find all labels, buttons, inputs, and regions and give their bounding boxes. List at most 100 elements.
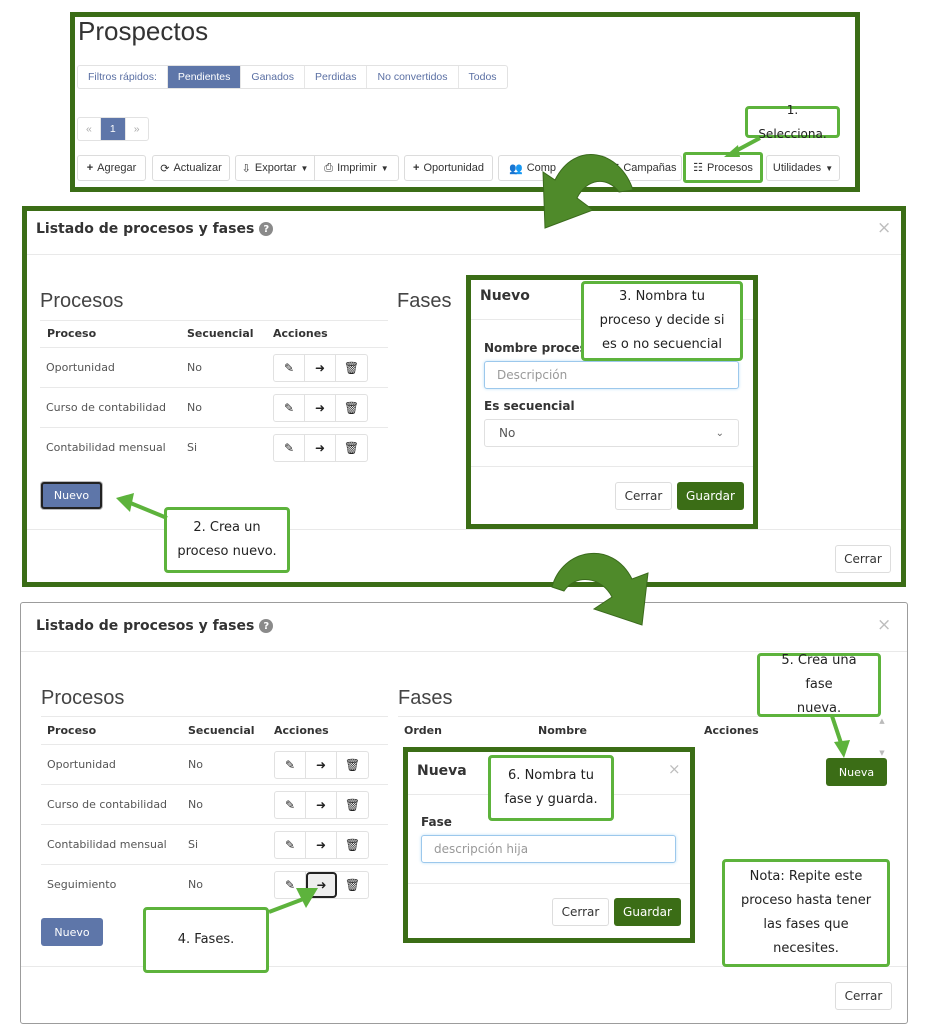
nueva-fase-modal-title: Nueva xyxy=(417,763,467,779)
trash-icon[interactable]: 🗑 xyxy=(344,878,361,892)
row-actions: ✎➜ 🗑 xyxy=(273,394,368,422)
callout-step-2: 2. Crea un proceso nuevo. xyxy=(164,507,290,573)
edit-icon[interactable]: ✎ xyxy=(275,752,306,778)
trash-icon[interactable]: 🗑 xyxy=(344,838,361,852)
filter-todos[interactable]: Todos xyxy=(468,71,497,83)
table-top-divider xyxy=(41,716,388,717)
col-orden: Orden xyxy=(404,724,442,737)
help-icon[interactable]: ? xyxy=(259,222,274,236)
scroll-down-icon[interactable]: ▼ xyxy=(879,749,885,757)
imprimir-button[interactable]: ⎙Imprimir▼ xyxy=(314,155,399,181)
procesos-heading: Procesos xyxy=(40,290,124,312)
table-row-secuencial: No xyxy=(187,361,202,374)
edit-icon[interactable]: ✎ xyxy=(274,355,305,381)
es-secuencial-label: Es secuencial xyxy=(484,399,575,413)
row-actions: ✎➜ 🗑 xyxy=(273,434,368,462)
table-row-proceso: Oportunidad xyxy=(47,758,116,771)
sub-modal-footer-divider xyxy=(408,883,690,884)
arrow-circle-right-icon[interactable]: ➜ xyxy=(306,752,337,778)
trash-icon[interactable]: 🗑 xyxy=(343,361,360,375)
callout-arrow-icon xyxy=(830,715,850,758)
procesos-button[interactable]: ☷Procesos xyxy=(683,152,763,183)
table-row-secuencial: No xyxy=(187,401,202,414)
list-ul-icon: ☷ xyxy=(693,162,703,174)
modal-2-close-icon[interactable]: × xyxy=(877,615,892,635)
arrow-circle-right-icon[interactable]: ➜ xyxy=(306,792,337,818)
caret-down-icon: ▼ xyxy=(380,163,389,173)
fases-scrollbar[interactable]: ▲▼ xyxy=(877,717,887,757)
nueva-fase-close-icon[interactable]: × xyxy=(668,760,681,778)
pagination-prev[interactable]: « xyxy=(78,118,101,140)
table-row-secuencial: Si xyxy=(187,441,198,454)
modal-2-cerrar-button[interactable]: Cerrar xyxy=(835,982,892,1010)
modal-1-cerrar-button[interactable]: Cerrar xyxy=(835,545,891,573)
arrow-circle-right-icon[interactable]: ➜ xyxy=(306,832,337,858)
help-icon[interactable]: ? xyxy=(259,619,274,633)
col-acciones: Acciones xyxy=(273,327,328,340)
oportunidad-button[interactable]: +Oportunidad xyxy=(404,155,493,181)
nueva-fase-guardar-button[interactable]: Guardar xyxy=(614,898,681,926)
trash-icon[interactable]: 🗑 xyxy=(343,401,360,415)
col-proceso: Proceso xyxy=(47,327,97,340)
fase-input[interactable]: descripción hija xyxy=(421,835,676,863)
col-proceso: Proceso xyxy=(47,724,97,737)
nueva-fase-cerrar-button[interactable]: Cerrar xyxy=(552,898,609,926)
agregar-button[interactable]: +Agregar xyxy=(77,155,146,181)
filter-no-convertidos[interactable]: No convertidos xyxy=(367,66,459,88)
es-secuencial-select[interactable]: No ⌄ xyxy=(484,419,739,447)
curved-arrow-down-left-icon xyxy=(542,154,634,229)
utilidades-button[interactable]: Utilidades▼ xyxy=(766,155,840,181)
trash-icon[interactable]: 🗑 xyxy=(344,758,361,772)
table-row-proceso: Contabilidad mensual xyxy=(47,838,167,851)
callout-step-5: 5. Crea una fase nueva. xyxy=(757,653,881,717)
scroll-up-icon[interactable]: ▲ xyxy=(879,717,885,725)
modal-1-title: Listado de procesos y fases ? xyxy=(36,221,274,237)
table-row-secuencial: Si xyxy=(188,838,199,851)
row-actions: ✎➜ 🗑 xyxy=(274,751,369,779)
col-nombre: Nombre xyxy=(538,724,587,737)
trash-icon[interactable]: 🗑 xyxy=(344,798,361,812)
nombre-proceso-input[interactable]: Descripción xyxy=(484,361,739,389)
edit-icon[interactable]: ✎ xyxy=(274,435,305,461)
col-secuencial: Secuencial xyxy=(187,327,254,340)
callout-arrow-icon xyxy=(116,493,168,520)
col-secuencial: Secuencial xyxy=(188,724,255,737)
table-row-secuencial: No xyxy=(188,798,203,811)
sub-modal-cerrar-button[interactable]: Cerrar xyxy=(615,482,672,510)
quick-filters: Filtros rápidos: Pendientes Ganados Perd… xyxy=(77,65,508,89)
edit-icon[interactable]: ✎ xyxy=(275,832,306,858)
actualizar-button[interactable]: ⟳Actualizar xyxy=(152,155,230,181)
filter-pendientes[interactable]: Pendientes xyxy=(167,66,242,88)
row-actions: ✎➜🗑 xyxy=(274,871,369,899)
nuevo-proceso-modal-title: Nuevo xyxy=(480,288,530,304)
filter-perdidas[interactable]: Perdidas xyxy=(305,66,368,88)
sub-modal-guardar-button[interactable]: Guardar xyxy=(677,482,744,510)
pagination-next[interactable]: » xyxy=(133,123,140,135)
trash-icon[interactable]: 🗑 xyxy=(343,441,360,455)
fases-heading: Fases xyxy=(398,687,453,709)
chevron-down-icon: ⌄ xyxy=(715,427,724,439)
nuevo-proceso-button[interactable]: Nuevo xyxy=(41,482,102,509)
pagination-page-1[interactable]: 1 xyxy=(100,118,126,140)
row-divider xyxy=(40,387,388,388)
arrow-circle-right-icon[interactable]: ➜ xyxy=(305,395,336,421)
exportar-button[interactable]: ⇩Exportar▼ xyxy=(235,155,315,181)
row-actions: ✎➜ 🗑 xyxy=(273,354,368,382)
curved-arrow-down-right-icon xyxy=(551,552,649,626)
row-divider xyxy=(41,824,388,825)
edit-icon[interactable]: ✎ xyxy=(274,395,305,421)
modal-1-close-icon[interactable]: × xyxy=(877,218,892,238)
edit-icon[interactable]: ✎ xyxy=(275,792,306,818)
nueva-fase-button[interactable]: Nueva xyxy=(826,758,887,786)
fase-label: Fase xyxy=(421,815,452,829)
filter-ganados[interactable]: Ganados xyxy=(241,66,306,88)
modal-1-footer-divider xyxy=(27,529,901,530)
refresh-icon: ⟳ xyxy=(160,162,170,175)
arrow-circle-right-icon[interactable]: ➜ xyxy=(305,435,336,461)
row-divider xyxy=(41,744,388,745)
edit-icon[interactable]: ✎ xyxy=(275,872,306,898)
row-actions: ✎➜ 🗑 xyxy=(274,791,369,819)
arrow-circle-right-icon[interactable]: ➜ xyxy=(305,355,336,381)
nuevo-proceso-button[interactable]: Nuevo xyxy=(41,918,103,946)
callout-arrow-icon xyxy=(268,888,318,914)
